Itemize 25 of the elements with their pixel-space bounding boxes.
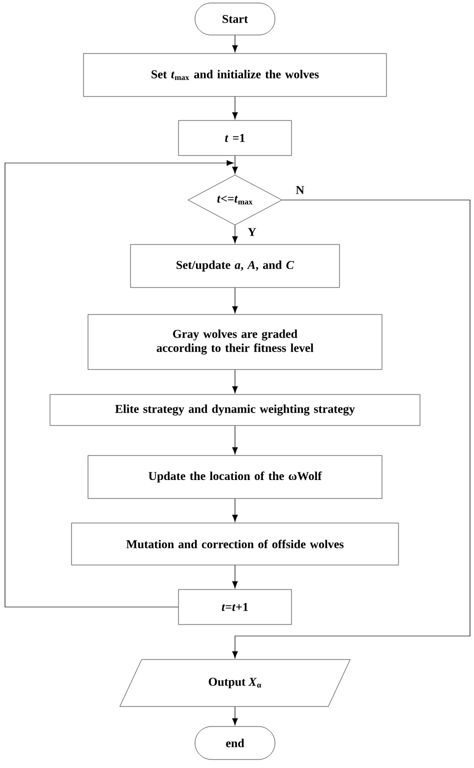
arrow bbox=[232, 425, 238, 454]
process-box: Set t$_{max}$ and initialize the wolves bbox=[83, 53, 387, 97]
arrow bbox=[232, 369, 238, 394]
arrow bbox=[232, 564, 238, 588]
process-box: t =1 bbox=[178, 120, 292, 156]
output-parallelogram: Output X$_{α}$ bbox=[120, 659, 350, 707]
process-box: t=t+1 bbox=[178, 589, 292, 625]
arrow bbox=[232, 224, 238, 244]
arrow bbox=[232, 155, 238, 174]
process-box: Update the location of the ωWolf bbox=[88, 455, 382, 499]
process-box: Gray wolves are graded according to their fitness level bbox=[88, 314, 382, 370]
arrow bbox=[232, 96, 238, 120]
arrow bbox=[232, 706, 238, 726]
process-box: Set/update a, A, and C bbox=[130, 244, 340, 288]
arrow bbox=[232, 34, 238, 52]
arrow bbox=[232, 200, 470, 658]
process-box: Mutation and correction of offside wolves bbox=[71, 522, 399, 566]
terminal-box: Start bbox=[194, 2, 276, 36]
terminal-box: end bbox=[194, 726, 276, 760]
arrow bbox=[232, 498, 238, 522]
arrow bbox=[232, 287, 238, 314]
edge-label: N bbox=[294, 185, 306, 195]
arrow bbox=[4, 160, 234, 608]
edge-label: Y bbox=[246, 227, 258, 237]
process-box: Elite strategy and dynamic weighting strategy bbox=[50, 394, 420, 426]
